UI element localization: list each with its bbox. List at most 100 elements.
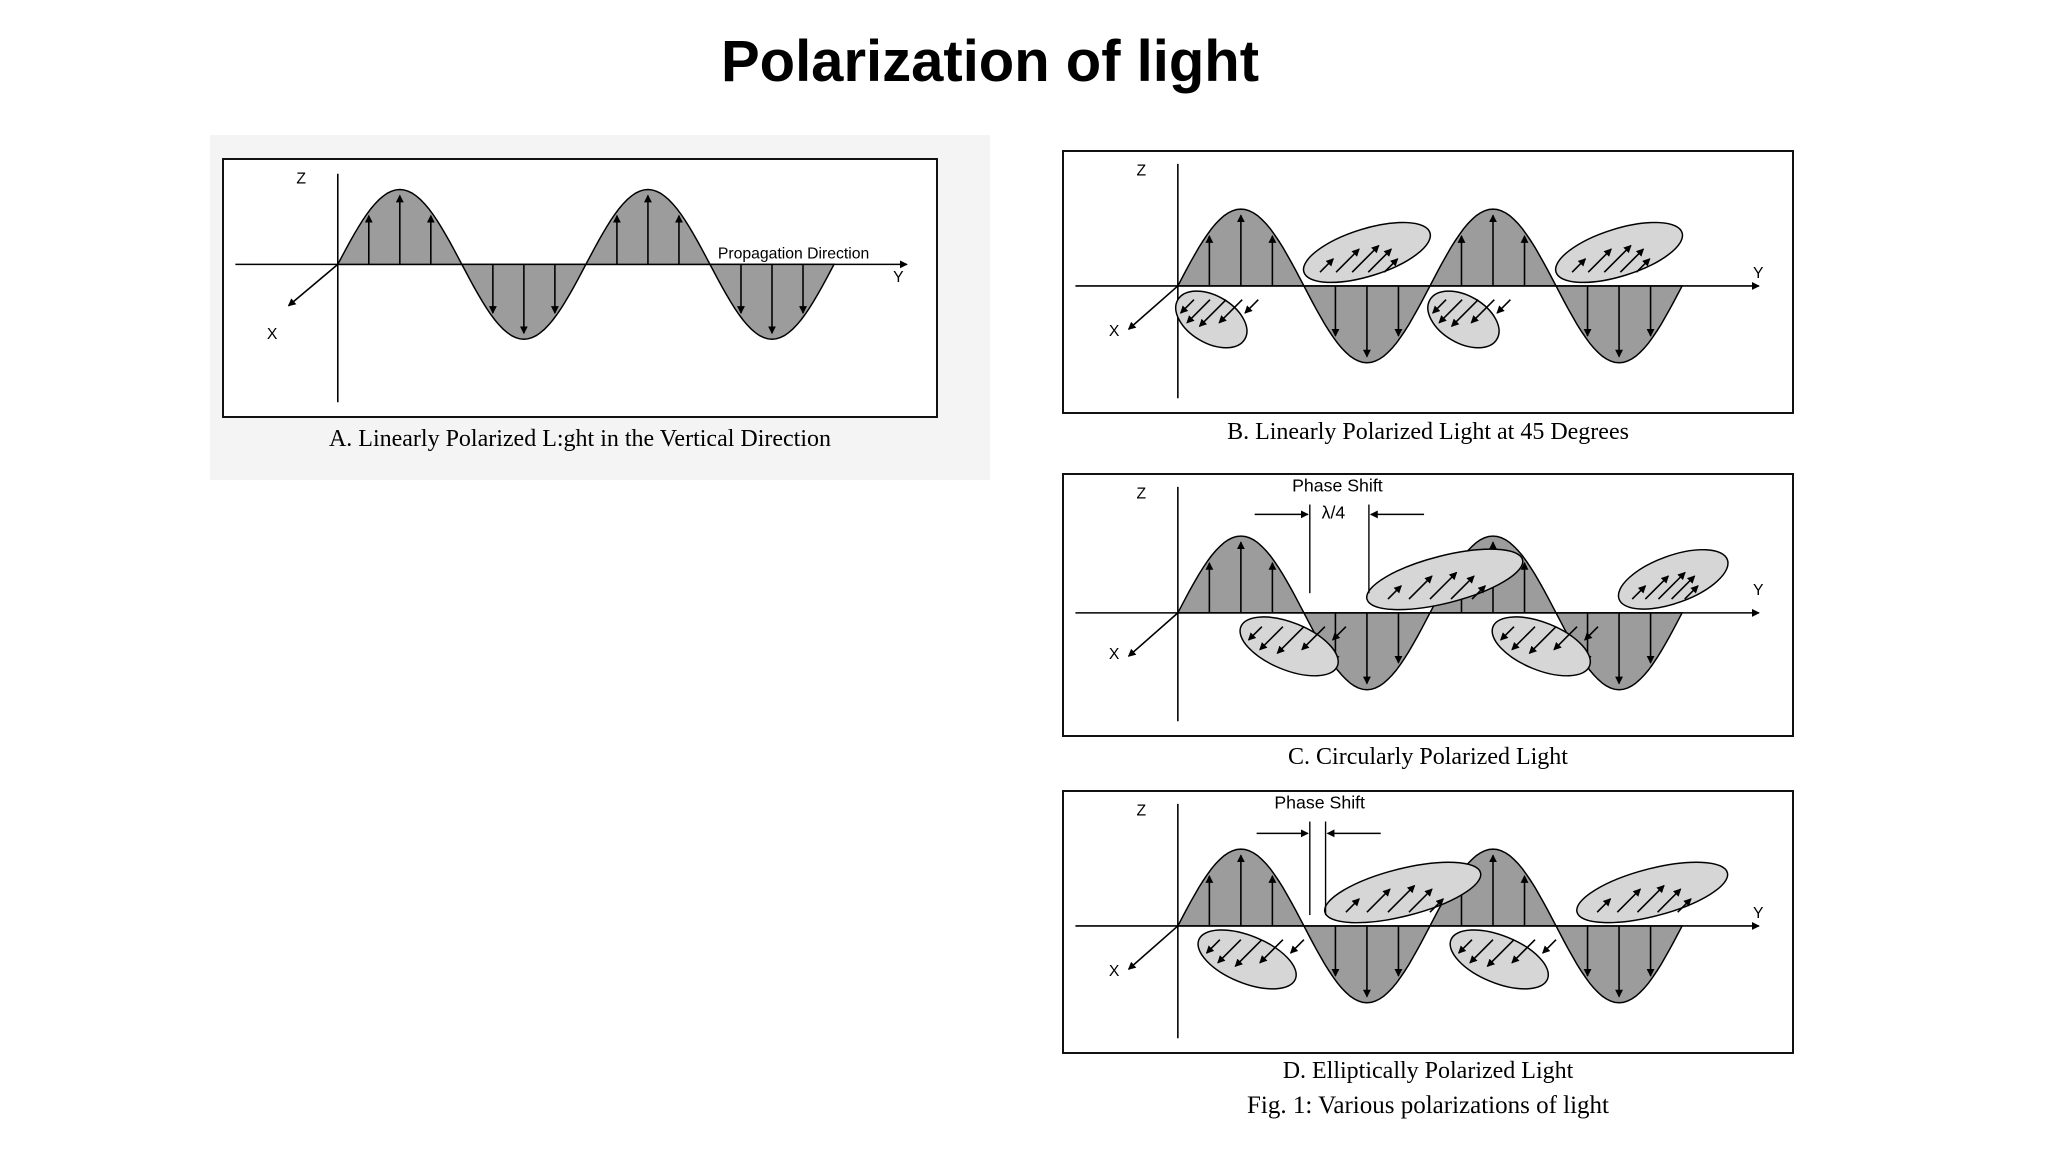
y-axis-label: Y — [1753, 265, 1764, 282]
field-vector-arrow — [1684, 585, 1699, 600]
field-vector-arrow — [1450, 575, 1475, 600]
field-vector-arrow — [1234, 939, 1263, 968]
horizontal-wave-lobe — [1576, 861, 1729, 924]
field-vector-arrow — [1677, 898, 1692, 913]
field-vector-arrow — [1596, 898, 1612, 913]
horizontal-wave-lobe — [1197, 929, 1297, 990]
field-vector-arrow — [1387, 585, 1402, 600]
field-vector-arrow — [1301, 626, 1326, 651]
field-vector-arrow — [1186, 299, 1211, 324]
field-vector-arrow — [1496, 299, 1511, 314]
x-axis-label: X — [1109, 963, 1120, 980]
horizontal-wave-lobe — [1427, 290, 1500, 349]
field-vector-arrow — [1259, 939, 1284, 964]
field-vector-arrow — [1366, 888, 1391, 913]
field-vector-arrow — [1469, 939, 1494, 964]
field-vector-arrow — [1587, 248, 1612, 273]
field-vector-arrow — [1351, 244, 1380, 273]
z-axis-label: Z — [1136, 486, 1146, 503]
field-vector-arrow — [1319, 258, 1334, 273]
x-axis-label: X — [1109, 646, 1120, 663]
field-vector-arrow — [1619, 248, 1645, 273]
x-axis-arrow — [287, 263, 339, 307]
field-vector-arrow — [1635, 258, 1651, 273]
z-axis-label: Z — [296, 171, 306, 188]
linear-vertical-diagram: Z X Y Propagation Direction — [222, 158, 938, 418]
phase-shift-label: Phase Shift — [1274, 793, 1365, 813]
z-axis-label: Z — [1136, 803, 1146, 820]
x-axis-label: X — [267, 326, 278, 343]
field-vector-arrow — [1644, 575, 1670, 600]
field-vector-arrow — [1438, 299, 1463, 324]
field-vector-arrow — [1217, 939, 1242, 964]
phase-shift-value: λ/4 — [1322, 502, 1346, 522]
field-vector-arrow — [1259, 626, 1284, 651]
horizontal-wave-lobe — [1449, 929, 1550, 990]
field-vector-arrow — [1345, 898, 1360, 913]
field-vector-arrow — [1457, 939, 1473, 954]
field-vector-arrow — [1671, 575, 1696, 600]
field-vector-arrow — [1387, 884, 1416, 913]
field-vector-arrow — [1584, 626, 1599, 641]
field-vector-arrow — [1542, 939, 1557, 954]
y-axis-label: Y — [1753, 582, 1764, 599]
field-vector-arrow — [1408, 575, 1433, 600]
field-vector-arrow — [1335, 248, 1360, 273]
horizontal-wave-lobe — [1365, 548, 1524, 611]
horizontal-wave-lobe — [1554, 221, 1684, 284]
field-vector-arrow — [1511, 626, 1536, 651]
field-vector-arrow — [1471, 585, 1486, 600]
field-vector-arrow — [1367, 248, 1392, 273]
horizontal-wave-lobe — [1175, 290, 1248, 349]
panel-d-caption: D. Elliptically Polarized Light — [1282, 1058, 1574, 1084]
field-vector-arrow — [1179, 299, 1195, 314]
field-vector-arrow — [1408, 888, 1433, 913]
panel-a-caption: A. Linearly Polarized L:ght in the Verti… — [328, 426, 832, 452]
field-vector-arrow — [1432, 299, 1447, 314]
field-vector-arrow — [1383, 258, 1399, 273]
field-vector-arrow — [1247, 626, 1263, 641]
field-vector-arrow — [1528, 626, 1557, 654]
y-axis-label: Y — [1753, 905, 1764, 922]
x-axis-arrow — [1127, 285, 1179, 330]
y-axis-label: Y — [893, 269, 904, 286]
horizontal-wave-lobe — [1239, 616, 1339, 677]
elliptical-polarization-diagram: Z X Y Phase Shift — [1062, 790, 1794, 1054]
horizontal-wave-lobe — [1617, 548, 1729, 610]
x-axis-label: X — [1109, 323, 1120, 340]
figure-caption: Fig. 1: Various polarizations of light — [1246, 1092, 1609, 1119]
field-vector-arrow — [1470, 299, 1495, 324]
x-axis-arrow — [1127, 612, 1179, 657]
horizontal-wave-lobe — [1491, 616, 1592, 677]
circular-polarization-diagram: Z X Y Phase Shift λ/4 — [1062, 473, 1794, 737]
slide-title: Polarization of light — [720, 29, 1260, 94]
field-vector-arrow — [1244, 299, 1259, 314]
z-axis-label: Z — [1136, 163, 1146, 180]
field-vector-arrow — [1553, 626, 1578, 651]
panel-c-caption: C. Circularly Polarized Light — [1288, 744, 1568, 770]
field-vector-arrow — [1500, 626, 1515, 641]
field-vector-arrow — [1636, 884, 1665, 913]
field-vector-arrow — [1218, 299, 1243, 324]
horizontal-wave-lobe — [1302, 221, 1432, 284]
field-vector-arrow — [1331, 626, 1347, 641]
field-vector-arrow — [1631, 585, 1647, 600]
phase-shift-label: Phase Shift — [1292, 476, 1383, 496]
x-axis-arrow — [1127, 925, 1179, 970]
field-vector-arrow — [1511, 939, 1536, 964]
field-vector-arrow — [1486, 939, 1515, 968]
field-vector-arrow — [1289, 939, 1305, 954]
field-vector-arrow — [1571, 258, 1587, 273]
linear-45-degrees-diagram: Z X Y — [1062, 150, 1794, 414]
field-vector-arrow — [1616, 888, 1642, 913]
field-vector-arrow — [1603, 244, 1632, 273]
field-vector-arrow — [1657, 888, 1682, 913]
field-vector-arrow — [1657, 571, 1686, 600]
field-vector-arrow — [1429, 898, 1444, 913]
field-vector-arrow — [1198, 299, 1227, 328]
propagation-direction-label: Propagation Direction — [718, 245, 869, 262]
field-vector-arrow — [1276, 626, 1305, 654]
field-vector-arrow — [1205, 939, 1221, 954]
field-vector-arrow — [1429, 571, 1458, 600]
field-vector-arrow — [1450, 299, 1479, 328]
